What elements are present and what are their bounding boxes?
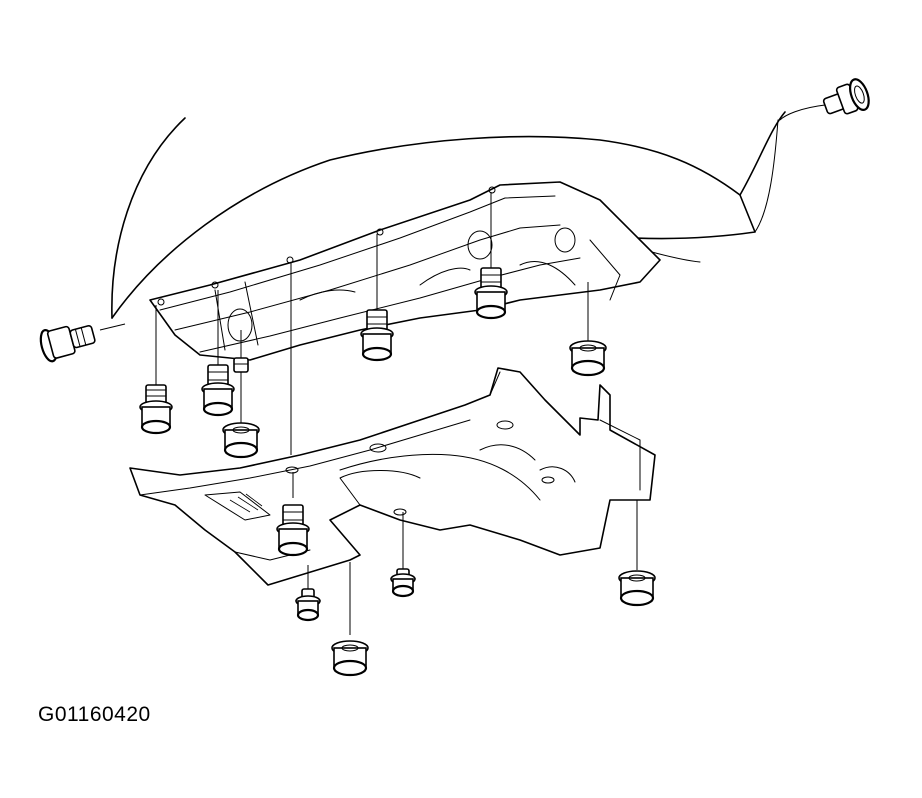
- figure-code-label: G01160420: [38, 703, 151, 726]
- bolt-8: [295, 588, 321, 622]
- bolt-1: [139, 384, 173, 435]
- bolt-2: [201, 364, 235, 417]
- bolt-4: [360, 309, 394, 362]
- clip-upper-right: [822, 78, 870, 115]
- bolt-12: [233, 357, 249, 373]
- leader-lines: [99, 104, 826, 635]
- lower-under-cover: [129, 367, 656, 586]
- bolt-5: [474, 267, 508, 320]
- bolt-11: [618, 570, 656, 607]
- bolt-10: [390, 568, 416, 598]
- bolt-3: [222, 422, 260, 459]
- clip-left: [39, 324, 96, 363]
- bumper-outline: [111, 111, 786, 319]
- bolt-7: [276, 504, 310, 557]
- bolt-6: [569, 340, 607, 377]
- bolt-9: [331, 640, 369, 677]
- upper-bracket-assembly: [149, 181, 661, 361]
